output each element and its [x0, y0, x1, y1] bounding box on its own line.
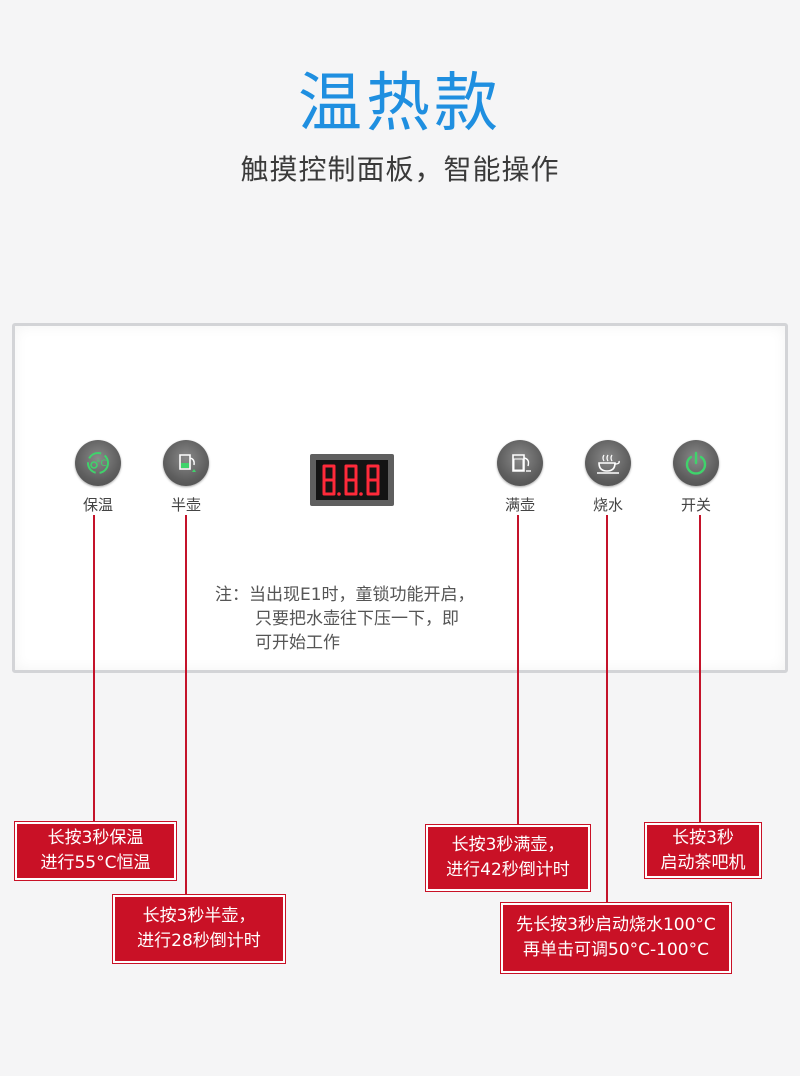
power-callout-line-1: 长按3秒: [672, 827, 734, 848]
note-line-3: 可开始工作: [255, 633, 340, 653]
boil-water-callout: 先长按3秒启动烧水100°C 再单击可调50°C-100°C: [501, 903, 731, 973]
half-kettle-callout-line-1: 长按3秒半壶，: [142, 906, 256, 926]
note-line-2: 只要把水壶往下压一下，即: [255, 609, 459, 629]
child-lock-note: 注：当出现E1时，童锁功能开启， 只要把水壶往下压一下，即 可开始工作: [215, 583, 545, 655]
half-kettle-label: 半壶: [170, 496, 201, 514]
power-callout: 长按3秒 启动茶吧机: [645, 823, 761, 878]
boil-water-connector: [606, 515, 608, 903]
power-callout-line-2: 启动茶吧机: [660, 852, 746, 873]
keep-warm-button[interactable]: °C: [75, 440, 121, 486]
power-button[interactable]: [673, 440, 719, 486]
boil-water-callout-line-1: 先长按3秒启动烧水100°C: [516, 915, 716, 935]
led-digits: [322, 464, 380, 496]
full-kettle-label: 满壶: [504, 496, 535, 514]
half-kettle-callout: 长按3秒半壶， 进行28秒倒计时: [113, 895, 285, 963]
power-icon: [682, 449, 710, 477]
boil-water-button[interactable]: [585, 440, 631, 486]
power-connector: [699, 515, 701, 823]
keep-warm-icon: °C: [84, 449, 112, 477]
page-subtitle: 触摸控制面板，智能操作: [240, 153, 560, 186]
full-kettle-button[interactable]: [497, 440, 543, 486]
boil-water-callout-line-2: 再单击可调50°C-100°C: [523, 940, 709, 960]
note-line-1: 注：当出现E1时，童锁功能开启，: [215, 585, 475, 605]
keep-warm-callout: 长按3秒保温 进行55°C恒温: [15, 822, 176, 880]
page-title: 温热款: [298, 67, 502, 141]
keep-warm-callout-line-2: 进行55°C恒温: [40, 853, 151, 873]
full-kettle-icon: [506, 449, 534, 477]
control-panel: °C 保温 半壶: [12, 323, 788, 673]
svg-text:°C: °C: [96, 459, 107, 469]
keep-warm-callout-line-1: 长按3秒保温: [47, 828, 144, 848]
full-kettle-callout-line-1: 长按3秒满壶，: [451, 835, 565, 855]
power-label: 开关: [680, 496, 711, 514]
full-kettle-callout: 长按3秒满壶， 进行42秒倒计时: [426, 825, 590, 891]
full-kettle-callout-line-2: 进行42秒倒计时: [446, 860, 570, 880]
boil-water-label: 烧水: [592, 496, 623, 514]
half-kettle-callout-line-2: 进行28秒倒计时: [137, 931, 261, 951]
boil-water-icon: [593, 449, 623, 477]
led-display: [310, 454, 394, 506]
full-kettle-connector: [517, 515, 519, 825]
half-kettle-button[interactable]: [163, 440, 209, 486]
half-kettle-icon: [172, 449, 200, 477]
half-kettle-connector: [185, 515, 187, 895]
keep-warm-label: 保温: [82, 496, 113, 514]
keep-warm-connector: [93, 515, 95, 822]
